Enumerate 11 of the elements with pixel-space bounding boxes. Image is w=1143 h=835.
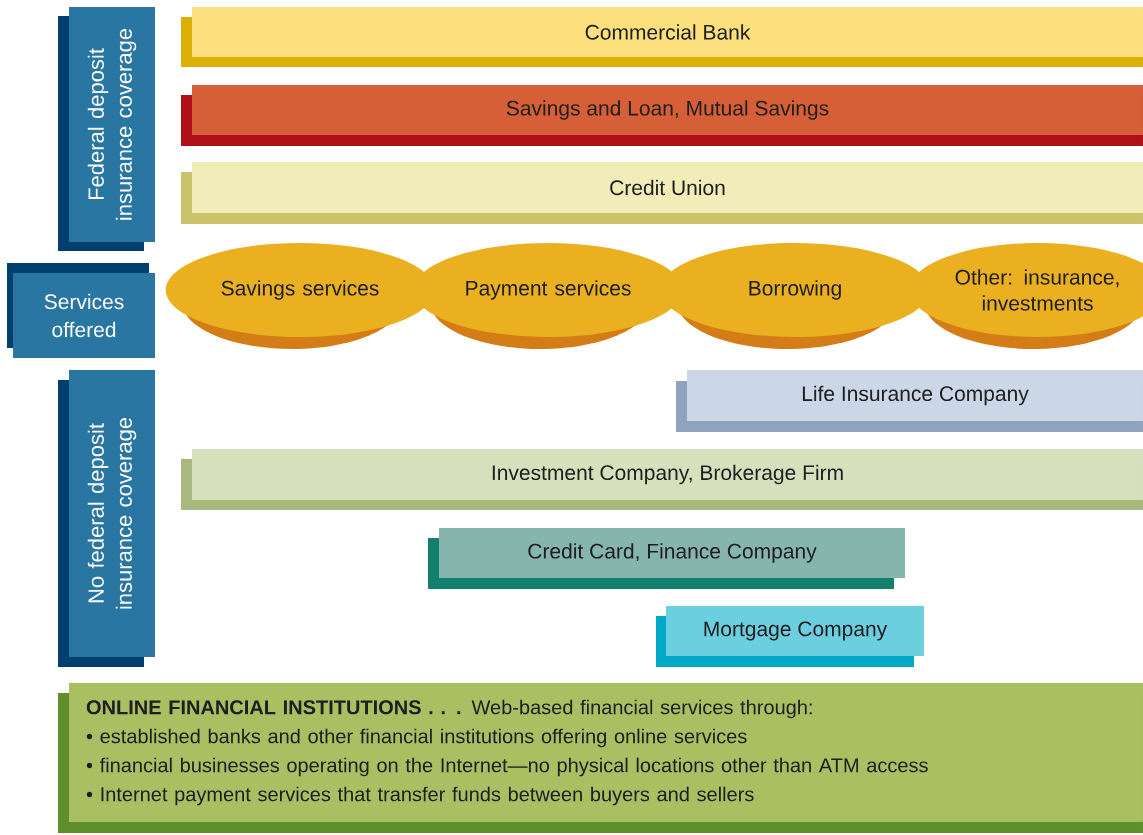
info-panel: ONLINE FINANCIAL INSTITUTIONS . . . Web-based financial services through: • established banks and other financial institutions offering online services • financial businesses operating on the Internet—no physical locations other than ATM access • Internet payment services that transfer funds between buyers and sellers	[58, 683, 1143, 833]
institution-bar: Commercial Bank	[181, 7, 1143, 67]
institution-bar: Investment Company, Brokerage Firm	[181, 449, 1143, 510]
institution-bar: Life Insurance Company	[676, 370, 1143, 432]
side-label-box: Federal deposit insurance coverage	[58, 7, 155, 251]
institution-bar: Mortgage Company	[656, 606, 924, 667]
institution-bar: Savings and Loan, Mutual Savings	[181, 85, 1143, 146]
side-label-box: No federal deposit insurance coverage	[58, 370, 155, 667]
institution-bar: Credit Card, Finance Company	[428, 528, 905, 589]
institution-bar: Credit Union	[181, 162, 1143, 224]
side-label-box: Services offered	[7, 263, 155, 358]
